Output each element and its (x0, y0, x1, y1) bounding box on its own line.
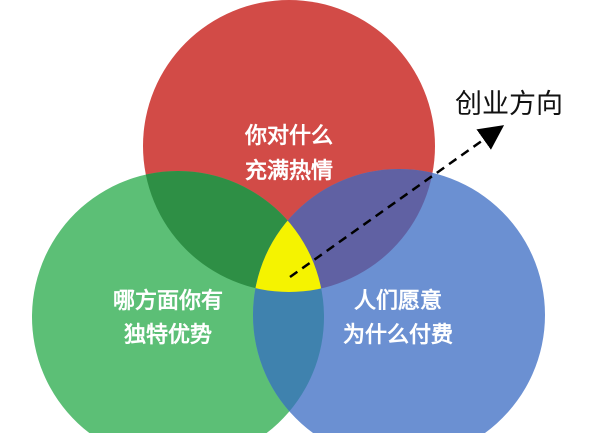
passion-strength-overlap (143, 171, 324, 292)
diagram-title: 创业方向 (455, 89, 563, 120)
passion-pay-overlap (253, 169, 435, 292)
passion-label-1: 你对什么 (244, 124, 333, 149)
passion-label-2: 充满热情 (245, 158, 333, 184)
direction-arrow (289, 125, 505, 279)
pay-label-2: 为什么付费 (343, 323, 453, 348)
pay-label-1: 人们愿意 (354, 288, 442, 314)
strength-label-2: 独特优势 (124, 322, 212, 348)
strength-label-1: 哪方面你有 (113, 288, 223, 314)
